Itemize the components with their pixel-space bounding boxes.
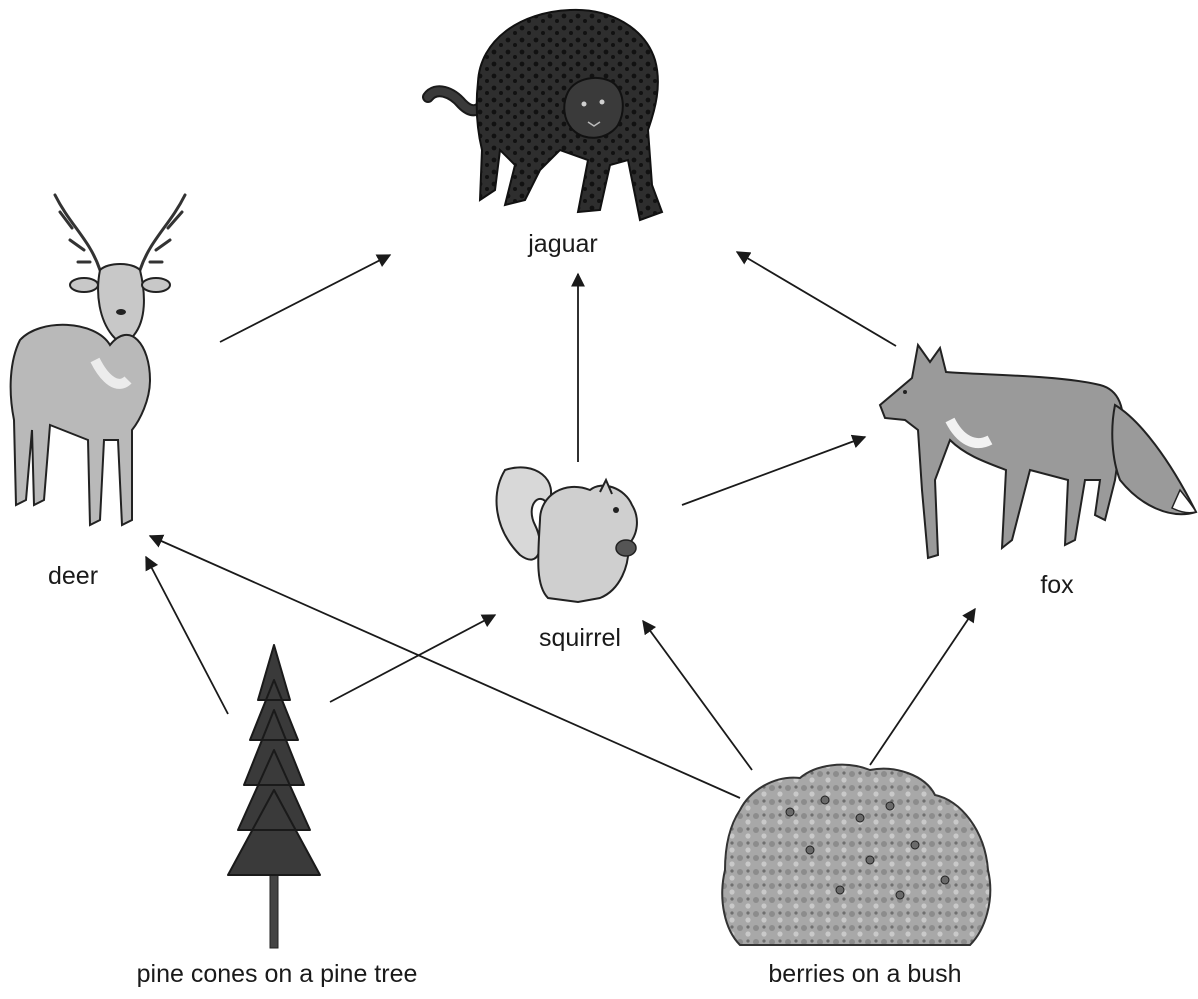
label-jaguar: jaguar — [528, 232, 598, 257]
arrow-squirrel-to-fox — [682, 437, 865, 505]
arrow-bush-to-deer — [150, 536, 740, 798]
berry-bush-illustration — [722, 765, 990, 945]
label-deer: deer — [48, 564, 98, 589]
label-berry-bush: berries on a bush — [768, 962, 961, 987]
arrow-bush-to-fox — [870, 609, 975, 765]
label-fox: fox — [1040, 573, 1073, 598]
jaguar-illustration — [428, 10, 662, 220]
arrow-deer-to-jaguar — [220, 255, 390, 342]
arrow-pine-to-deer — [146, 557, 228, 714]
arrow-fox-to-jaguar — [737, 252, 896, 346]
arrow-bush-to-squirrel — [643, 621, 752, 770]
label-squirrel: squirrel — [539, 626, 621, 651]
fox-illustration — [880, 345, 1196, 558]
arrow-pine-to-squirrel — [330, 615, 495, 702]
pine-tree-illustration — [228, 645, 320, 948]
squirrel-illustration — [497, 467, 637, 602]
deer-illustration — [11, 195, 185, 525]
label-pine-tree: pine cones on a pine tree — [137, 962, 418, 987]
